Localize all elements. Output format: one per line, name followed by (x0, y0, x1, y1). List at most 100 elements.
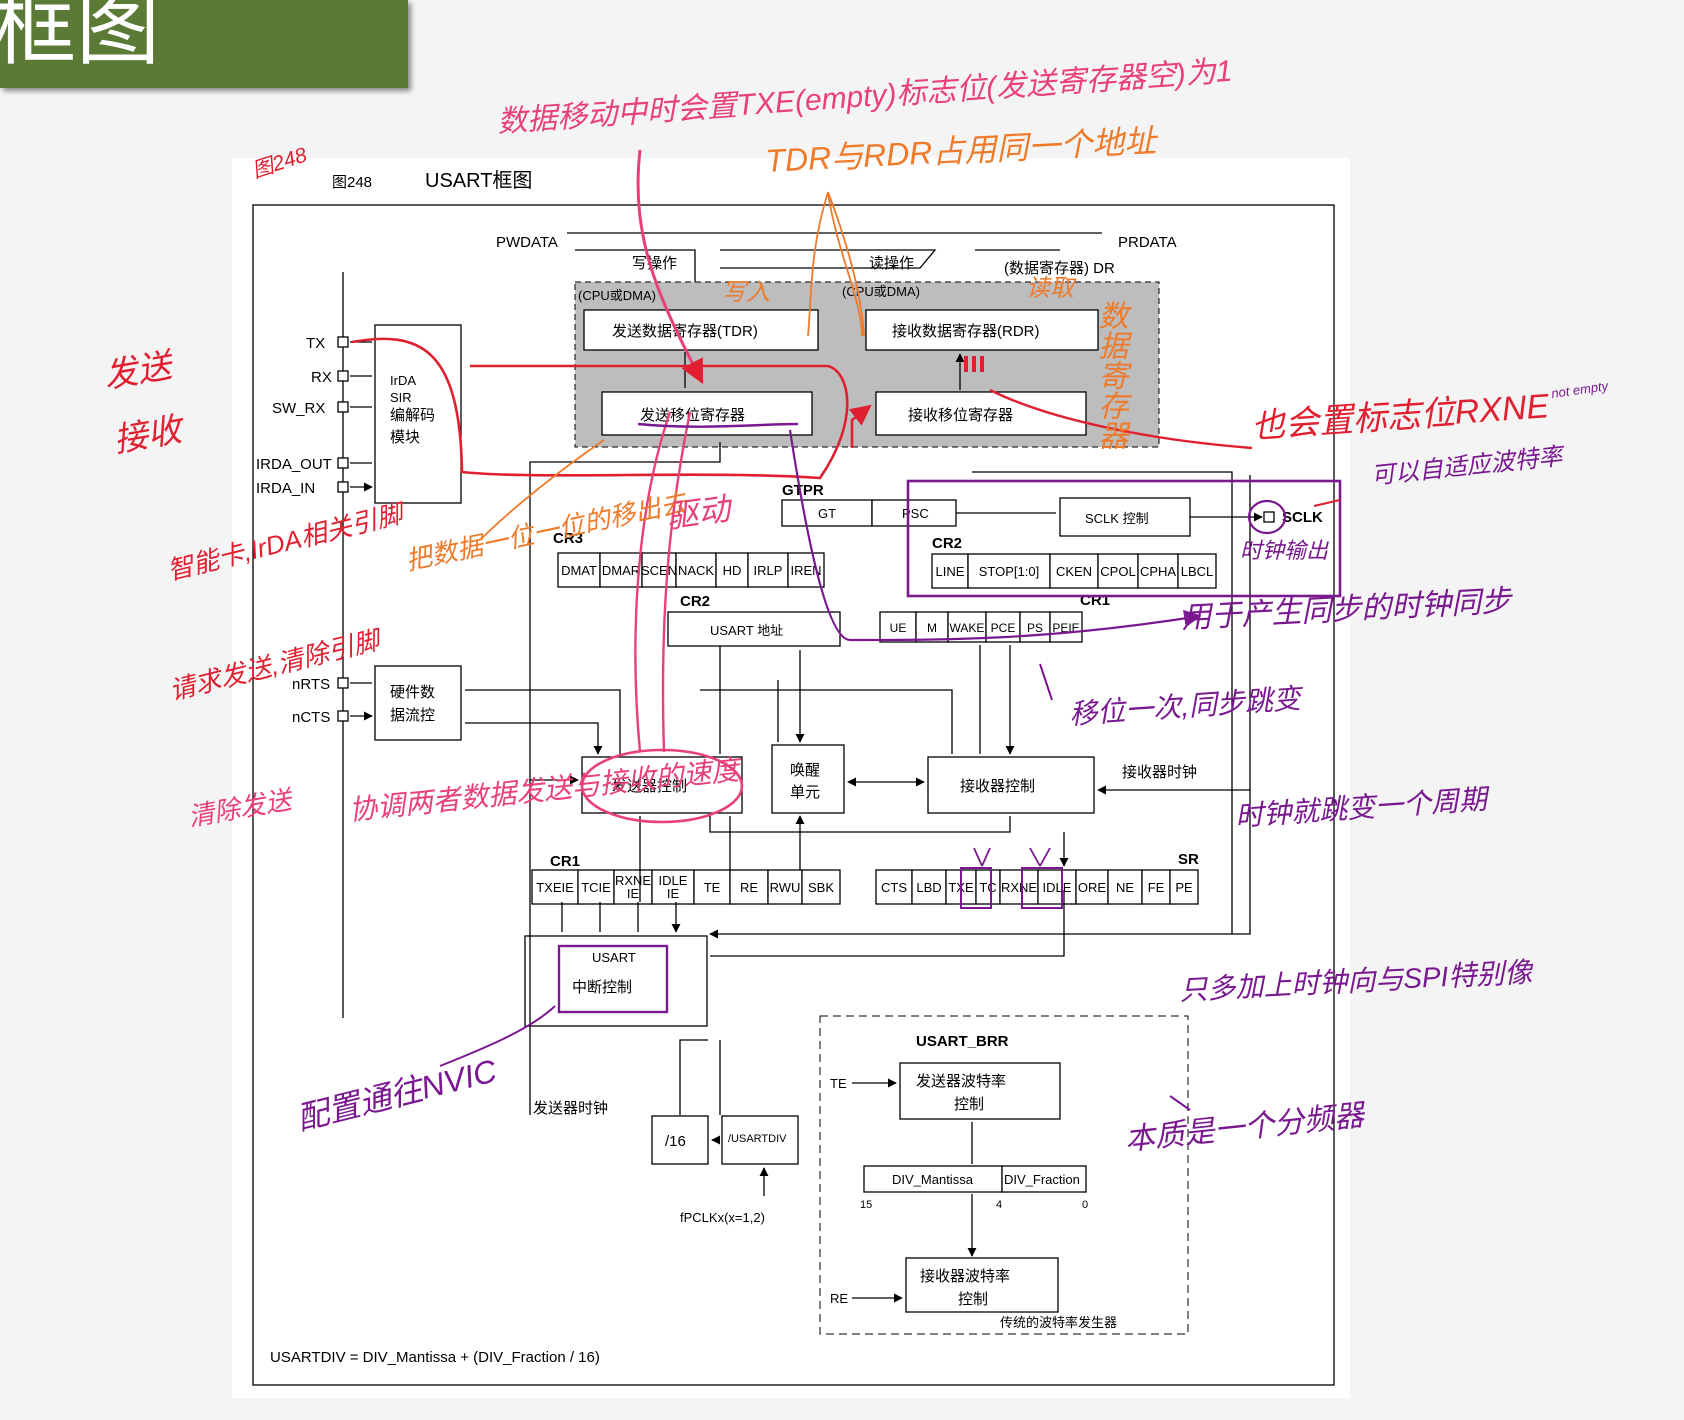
sr-bit-lbd: LBD (916, 880, 941, 895)
cr1a-bit-cell (1049, 611, 1083, 643)
pin-labels: TX RX SW_RX IRDA_OUT IRDA_IN nRTS nCTS S… (256, 335, 1323, 726)
cr1b-bit-cell (613, 869, 653, 905)
sr-bit-cell (1037, 869, 1077, 905)
gtpr-name: GTPR (782, 482, 824, 499)
div16-block (651, 1115, 709, 1165)
cr1b-bit-sbk: SBK (808, 880, 834, 895)
cr1a-bit-cell (1019, 611, 1051, 643)
flow-line1: 硬件数 (390, 684, 435, 701)
outer-frame (252, 204, 1335, 1386)
cr1b-bit-idle-ie: IE (667, 886, 680, 901)
cr2-bit-stop-1-0-: STOP[1:0] (979, 564, 1039, 579)
gtpr-psc (871, 499, 957, 527)
usartdiv-block (721, 1115, 799, 1165)
sr-bit-pe: PE (1175, 880, 1193, 895)
cr3-bit-iren: IREN (790, 563, 821, 578)
pwdata-label: PWDATA (496, 234, 558, 251)
brr-name: USART_BRR (916, 1033, 1009, 1050)
red-rx-route (848, 404, 872, 448)
bus-arrows (575, 249, 1060, 282)
purple-ticks (1039, 663, 1191, 1111)
rx-baud-line1: 接收器波特率 (920, 1268, 1010, 1285)
pin-nrts: nRTS (292, 676, 330, 693)
tx-baud-line1: 发送器波特率 (916, 1073, 1006, 1090)
sclk-control (1059, 497, 1191, 537)
note-data-register: 数据寄存器 (1094, 300, 1128, 450)
flow-to-tx (465, 689, 621, 754)
cr2-bit-cpol: CPOL (1100, 564, 1135, 579)
tdr-label: 发送数据寄存器(TDR) (612, 322, 758, 340)
red-tx-route (351, 337, 849, 480)
write-op-label: 写操作 (632, 255, 677, 272)
red-rdr-marks (964, 356, 984, 372)
cr1b-bit-cell (577, 869, 615, 905)
note-sync-clock: 用于产生同步的时钟同步 (1181, 585, 1515, 635)
brr-re: RE (830, 1291, 848, 1306)
control-to-sr (709, 816, 1064, 866)
cr3-bit-cell (715, 552, 749, 588)
note-clock-jump: 时钟就跳变一个周期 (1234, 783, 1492, 832)
bit-4: 4 (996, 1199, 1002, 1211)
wakeup-unit (771, 744, 845, 814)
purple-rxne-box (1021, 867, 1063, 909)
sr-bit-idle: IDLE (1043, 880, 1072, 895)
note-read: 读取 (1026, 275, 1077, 302)
rx-control-block (927, 756, 1095, 814)
gtpr-gt-label: GT (818, 506, 836, 521)
note-divider: 本质是一个分频器 (1123, 1099, 1368, 1157)
cr3-bit-cell (599, 552, 643, 588)
sr-bit-cell (1169, 869, 1199, 905)
note-rts: 请求发送,清除引脚 (166, 624, 386, 706)
pink-drive-lines (634, 411, 692, 753)
red-rxne-arrow (989, 388, 1253, 450)
pin-rx: RX (311, 369, 332, 386)
cr2-bit-cpha: CPHA (1140, 564, 1176, 579)
pin-irda-in: IRDA_IN (256, 480, 315, 497)
cr3-bit-irlp: IRLP (754, 563, 783, 578)
rx-clock-label: 接收器时钟 (1122, 764, 1197, 781)
div16-label: /16 (665, 1133, 686, 1150)
cr1b-bit-re: RE (740, 880, 758, 895)
wakeup-line1: 唤醒 (790, 762, 820, 779)
note-rxne: 也会置标志位RXNE (1250, 387, 1551, 446)
sr-bit-fe: FE (1148, 880, 1165, 895)
note-speed: 协调两者数据发送与接收的速度 (347, 754, 744, 826)
orange-shift-arrow (479, 439, 605, 541)
purple-cr2-box (906, 479, 1342, 598)
interrupt-line2: 中断控制 (572, 979, 632, 996)
fpclk-label: fPCLKx(x=1,2) (680, 1210, 765, 1225)
sr-bit-cell (1107, 869, 1143, 905)
prdata-label: PRDATA (1118, 234, 1177, 251)
sr-bit-rxne: RXNE (1001, 880, 1037, 895)
note-shift-once: 移位一次,同步跳变 (1068, 683, 1305, 730)
cr1a-bit-cell (879, 611, 917, 643)
purple-int-box (557, 944, 669, 1014)
cr3-bit-cell (675, 552, 717, 588)
tdr-register (583, 309, 819, 351)
cr3-bit-nack: NACK (678, 563, 714, 578)
irda-line1: IrDA (390, 373, 416, 388)
note-nvic: 配置通往NVIC (293, 1052, 501, 1137)
cpu-dma-write: (CPU或DMA) (578, 288, 656, 303)
cr3-bit-cell (557, 552, 601, 588)
note-not-empty: not empty (1550, 378, 1610, 401)
cr2-bit-cell (1097, 553, 1139, 589)
read-op-label: 读操作 (869, 255, 914, 272)
sr-bit-cts: CTS (881, 880, 907, 895)
gtpr-psc-label: PSC (902, 506, 929, 521)
cr1b-bit-te: TE (704, 880, 721, 895)
wiring-to-rx (700, 645, 1010, 754)
pin-tx: TX (306, 335, 325, 352)
cr2b-name: CR2 (932, 535, 962, 552)
tx-shift-register (601, 391, 813, 436)
cr3-bit-cell (641, 552, 677, 588)
irda-pin-arrows (350, 341, 372, 487)
irda-line2: SIR (390, 390, 412, 405)
cr2-bit-line: LINE (936, 564, 965, 579)
cr3-bit-dmar: DMAR (602, 563, 640, 578)
cpu-dma-read: (CPU或DMA) (842, 284, 920, 299)
brr-te: TE (830, 1076, 847, 1091)
purple-txe-box (960, 867, 992, 909)
cr3-bit-cell (747, 552, 789, 588)
usartdiv-label: /USARTDIV (728, 1133, 787, 1145)
